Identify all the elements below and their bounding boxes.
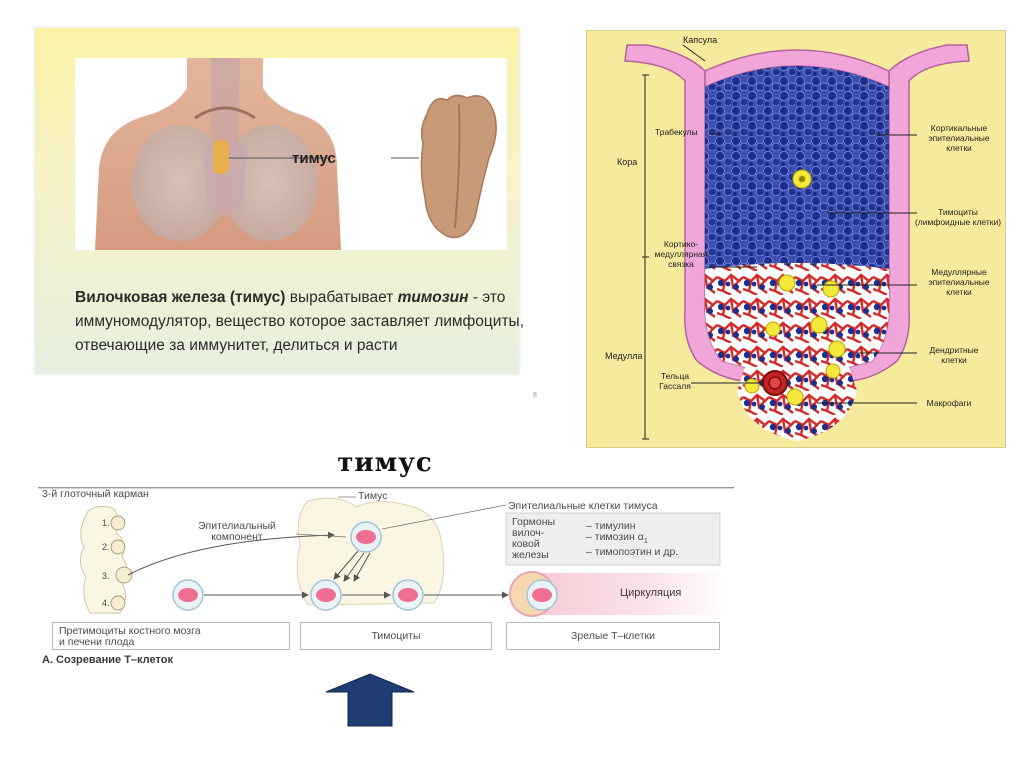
label-corticomedullary: Кортико- медуллярная связка	[651, 239, 711, 269]
up-arrow-icon	[325, 673, 415, 727]
maturation-flow-illustration	[38, 487, 734, 617]
corticomedullary-line-1: Кортико-	[663, 239, 699, 249]
cortical-epi-line-3: клетки	[946, 143, 972, 153]
hormone-thymulin: – тимулин	[586, 520, 636, 532]
label-hormones: Гормоны вилоч- ковой железы	[512, 517, 555, 561]
thymocytes-line-2: (лимфоидные клетки)	[914, 217, 1002, 227]
prethymocytes-line-1: Претимоциты костного мозга	[59, 625, 201, 637]
label-medulla: Медулла	[605, 351, 643, 361]
stage-box-thymocytes: Тимоциты	[300, 622, 492, 650]
hormone-thymosin-subscript: 1	[643, 538, 648, 546]
label-medullary-epithelial: Медуллярные эпителиальные клетки	[919, 267, 999, 297]
stage-box-mature-t-cells: Зрелые Т–клетки	[506, 622, 720, 650]
thymocytes-line-1: Тимоциты	[938, 207, 978, 217]
thymus-histology-panel: Капсула Трабекулы Кора Кортико- медулляр…	[586, 30, 1006, 448]
page-mark: 8	[533, 392, 537, 399]
label-hassall: Тельца Гассаля	[657, 371, 693, 391]
t-cell-maturation-diagram: 3-й глоточный карман Тимус Эпителиальные…	[38, 485, 734, 669]
label-cortex: Кора	[617, 157, 638, 167]
dendritic-line-2: клетки	[941, 355, 967, 365]
thymus-description: Вилочковая железа (тимус) вырабатывает т…	[75, 286, 545, 358]
hormones-line-2: вилоч-	[512, 527, 545, 539]
thymus-pointer-label: тимус	[292, 150, 336, 167]
medullary-epi-line-2: эпителиальные	[928, 277, 990, 287]
cortical-epi-line-1: Кортикальные	[930, 123, 988, 133]
hormone-thymosin-text: – тимозин α	[586, 531, 644, 543]
mature-t-cells-text: Зрелые Т–клетки	[571, 630, 655, 642]
label-capsule: Капсула	[683, 35, 718, 45]
caption-text-2: - это иммуномодулятор, вещество которое …	[75, 289, 525, 354]
dendritic-line-1: Дендритные	[929, 345, 979, 355]
label-n1: 1.	[102, 518, 110, 528]
caption-thymosin: тимозин	[397, 289, 469, 306]
medullary-epi-line-1: Медуллярные	[931, 267, 987, 277]
label-dendritic: Дендритные клетки	[919, 345, 989, 365]
hormone-thymosin: – тимозин α1	[586, 532, 678, 547]
hormone-thymopoietin: – тимопоэтин и др.	[586, 546, 679, 559]
label-pharyngeal-pouch: 3-й глоточный карман	[42, 488, 149, 500]
label-trabeculae: Трабекулы	[655, 127, 698, 137]
hormones-line-3: ковой	[512, 538, 540, 550]
hormones-line-4: железы	[512, 549, 549, 561]
stage-box-prethymocytes: Претимоциты костного мозга и печени плод…	[52, 622, 290, 650]
caption-text-1: вырабатывает	[285, 289, 398, 306]
label-circulation: Циркуляция	[620, 587, 682, 599]
label-epithelial-cells: Эпителиальные клетки тимуса	[508, 500, 658, 512]
label-cortical-epithelial: Кортикальные эпителиальные клетки	[919, 123, 999, 153]
corticomedullary-line-3: связка	[668, 259, 694, 269]
epi-component-line-1: Эпителиальный	[198, 520, 276, 532]
label-n4: 4.	[102, 598, 110, 608]
cortical-epi-line-2: эпителиальные	[928, 133, 990, 143]
torso-and-thymus-illustration	[95, 58, 497, 250]
corticomedullary-line-2: медуллярная	[654, 249, 708, 259]
thymus-highlight	[213, 140, 229, 174]
label-n2: 2.	[102, 542, 110, 552]
label-thymocytes: Тимоциты (лимфоидные клетки)	[913, 207, 1003, 227]
figure-caption: А. Созревание Т–клеток	[42, 654, 173, 666]
hassall-line-1: Тельца	[660, 371, 690, 381]
anatomy-illustration-area	[75, 58, 507, 250]
hormones-line-1: Гормоны	[512, 516, 556, 528]
label-thymus: Тимус	[358, 490, 388, 502]
prethymocytes-text: Претимоциты костного мозга и печени плод…	[59, 626, 201, 648]
thymus-lobule-diagram	[624, 44, 970, 441]
label-n3: 3.	[102, 571, 110, 581]
hormone-list: – тимулин – тимозин α1 – тимопоэтин и др…	[586, 521, 678, 558]
hassall-line-2: Гассаля	[659, 381, 691, 391]
caption-bold-term: Вилочковая железа (тимус)	[75, 289, 286, 306]
label-epithelial-component: Эпителиальный компонент	[198, 521, 276, 543]
epi-component-line-2: компонент	[211, 531, 263, 543]
medullary-epi-line-3: клетки	[946, 287, 972, 297]
prethymocytes-line-2: и печени плода	[59, 636, 135, 648]
thymocytes-text: Тимоциты	[371, 630, 421, 642]
label-macrophages: Макрофаги	[926, 398, 972, 408]
thymus-intro-panel: тимус Вилочковая железа (тимус) вырабаты…	[35, 28, 537, 399]
section-title: тимус	[337, 448, 433, 478]
